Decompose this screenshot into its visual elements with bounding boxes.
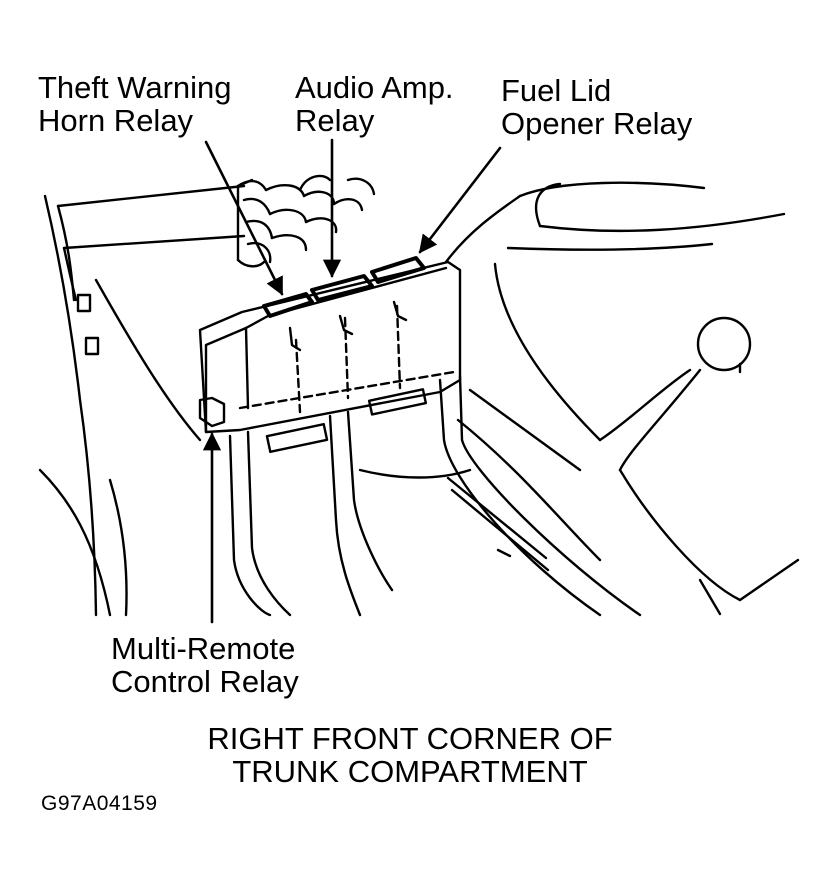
fuel-lid-label-line1: Fuel Lid (501, 73, 612, 108)
fuel-lid-opener-relay-label: Fuel Lid Opener Relay (501, 74, 692, 140)
theft-warning-label-line1: Theft Warning (38, 70, 232, 105)
fuel-lid-arrow (418, 146, 502, 254)
mounting-bracket (228, 374, 642, 617)
audio-amp-label-line2: Relay (295, 103, 375, 138)
relay-tops (262, 256, 426, 318)
callout-arrows (202, 138, 502, 624)
figure-caption: RIGHT FRONT CORNER OF TRUNK COMPARTMENT (0, 722, 814, 788)
multi-remote-label-line1: Multi-Remote (111, 631, 296, 666)
caption-line1: RIGHT FRONT CORNER OF (207, 721, 613, 756)
hand-drawing (236, 174, 376, 268)
caption-line2: TRUNK COMPARTMENT (232, 754, 588, 789)
multi-remote-control-relay-label: Multi-Remote Control Relay (111, 632, 299, 698)
theft-warning-label-line2: Horn Relay (38, 103, 194, 138)
audio-amp-relay-label: Audio Amp. Relay (295, 71, 454, 137)
figure-id: G97A04159 (41, 792, 158, 815)
multi-remote-label-line2: Control Relay (111, 664, 299, 699)
trunk-floor (444, 181, 800, 616)
theft-warning-arrow (204, 140, 284, 296)
trunk-side-panel (38, 184, 246, 617)
theft-warning-horn-relay-label: Theft Warning Horn Relay (38, 71, 232, 137)
fuel-lid-label-line2: Opener Relay (501, 106, 693, 141)
audio-amp-label-line1: Audio Amp. (295, 70, 454, 105)
